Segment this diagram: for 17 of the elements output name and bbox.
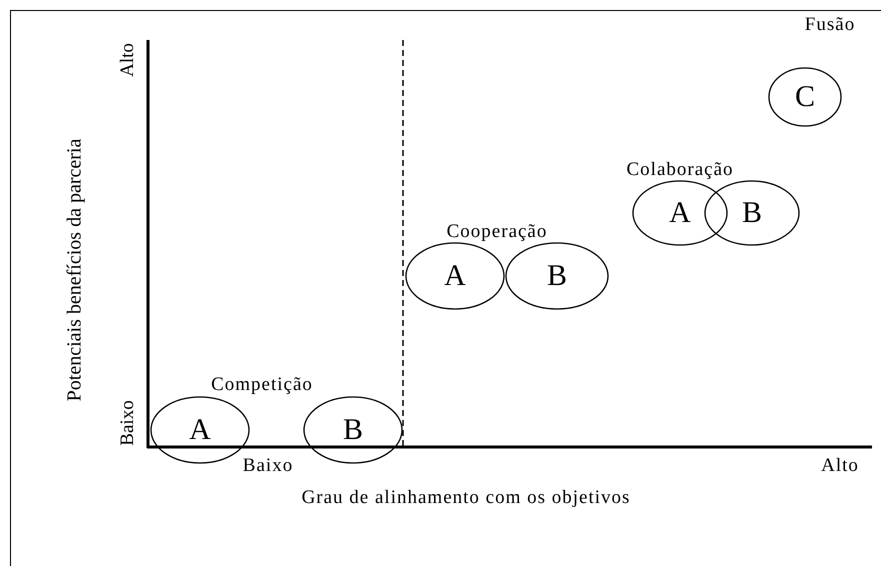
party-letter: A (669, 196, 691, 230)
group-title: Colaboração (626, 159, 734, 181)
axis-tick-label: Baixo (117, 400, 139, 446)
axis-tick-label: Alto (821, 455, 859, 477)
party-letter: B (742, 196, 762, 230)
party-letter: B (342, 413, 363, 447)
party-letter: B (546, 259, 567, 293)
axis-tick-label: Alto (117, 43, 139, 77)
group-title: Cooperação (446, 221, 548, 243)
axis-tick-label: Baixo (242, 455, 294, 477)
party-letter: C (794, 80, 815, 114)
axis-title: Potenciais benefícios da parceria (64, 138, 86, 402)
party-letter: A (444, 259, 466, 293)
group-title: Competição (211, 374, 313, 396)
party-letter: A (189, 413, 211, 447)
axis-title: Grau de alinhamento com os objetivos (302, 487, 630, 509)
group-title: Fusão (804, 14, 856, 36)
